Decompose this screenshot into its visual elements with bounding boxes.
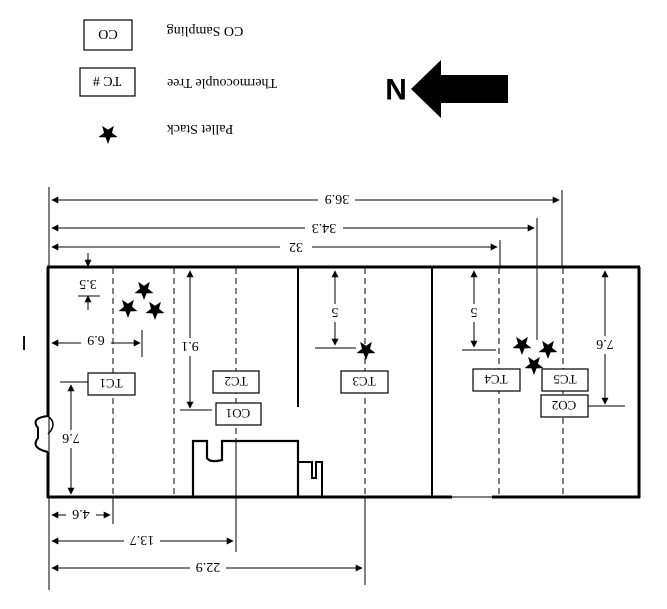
pallet-stack-star-icon — [134, 281, 154, 300]
co1-label: CO1 — [226, 406, 251, 421]
dim-label-5-b: 5 — [471, 304, 478, 319]
pallet-stack-star-icon — [512, 336, 532, 355]
dim-label-9-1: 9.1 — [181, 338, 199, 353]
inner-structure-notch — [298, 461, 323, 497]
label-bg — [327, 304, 343, 322]
door-swing-left — [34, 415, 49, 453]
label-bg — [81, 333, 111, 349]
dim-label-36-9: 36.9 — [325, 191, 350, 206]
tc4-label: TC4 — [484, 372, 508, 387]
dim-label-32: 32 — [289, 239, 303, 254]
star-shape — [145, 301, 165, 320]
label-bg — [176, 338, 204, 356]
star-shape — [538, 340, 558, 359]
label-bg — [74, 277, 102, 293]
label-bg — [66, 507, 96, 523]
label-bg — [57, 430, 85, 448]
pallet-stack-star-icon — [145, 301, 165, 320]
legend-tc-box-label: TC # — [93, 73, 121, 88]
dim-label-13-7: 13.7 — [130, 532, 155, 547]
tc2-box — [212, 370, 260, 394]
building-outline — [34, 265, 641, 499]
tc1-label: TC1 — [99, 376, 122, 391]
legend-tc-desc: Thermocouple Tree — [167, 75, 277, 90]
co2-box — [540, 394, 589, 418]
tc2-label: TC2 — [224, 374, 247, 389]
legend-co-box-label: CO — [98, 26, 117, 41]
pallet-stack-star-icon — [538, 340, 558, 359]
inner-structure — [191, 439, 300, 497]
dim-label-7-6-right: 7.6 — [596, 336, 614, 351]
legend-co-desc: CO Sampling — [167, 23, 244, 38]
tc5-label: TC5 — [553, 372, 576, 387]
tc1-box — [87, 372, 136, 396]
dim-label-7-6-left: 7.6 — [62, 430, 80, 445]
co2-label: CO2 — [552, 398, 577, 413]
tc3-label: TC3 — [352, 374, 375, 389]
legend-pallet-desc: Pallet Stack — [167, 121, 234, 136]
label-bg — [124, 533, 160, 549]
star-shape — [98, 125, 118, 144]
door-leaf — [47, 415, 54, 435]
north-label: N — [385, 72, 407, 105]
pallet-stacks — [118, 281, 558, 375]
pallet-stack-star-icon — [524, 356, 544, 375]
star-shape — [524, 356, 544, 375]
north-indicator: N — [385, 60, 508, 118]
star-shape — [512, 336, 532, 355]
legend-star-icon — [98, 125, 118, 144]
dim-label-5-a: 5 — [332, 304, 339, 319]
pallet-stack-star-icon — [356, 341, 376, 360]
legend-tc-box — [79, 67, 136, 97]
side-marker: I — [21, 333, 27, 355]
label-bg — [466, 304, 482, 322]
tc4-box — [472, 368, 521, 392]
co1-box — [215, 402, 262, 426]
dim-label-22-9: 22.9 — [196, 559, 221, 574]
legend: CO CO Sampling TC # Thermocouple Tree Pa… — [79, 19, 277, 144]
dim-label-34-3: 34.3 — [312, 220, 337, 235]
tc5-box — [541, 368, 589, 392]
legend-co-box — [83, 19, 133, 51]
dim-label-6-9: 6.9 — [87, 332, 105, 347]
dim-label-4-6: 4.6 — [72, 506, 90, 521]
pallet-stack-star-icon — [118, 299, 138, 318]
star-shape — [118, 299, 138, 318]
label-bg — [190, 560, 226, 576]
star-shape — [134, 281, 154, 300]
north-arrow-icon — [411, 60, 508, 118]
sensors: TC1 TC2 CO1 TC3 TC4 TC5 CO2 — [87, 368, 589, 426]
label-bg — [591, 336, 619, 354]
tc3-box — [340, 370, 389, 394]
dim-label-3-5: 3.5 — [79, 276, 97, 291]
star-shape — [356, 341, 376, 360]
